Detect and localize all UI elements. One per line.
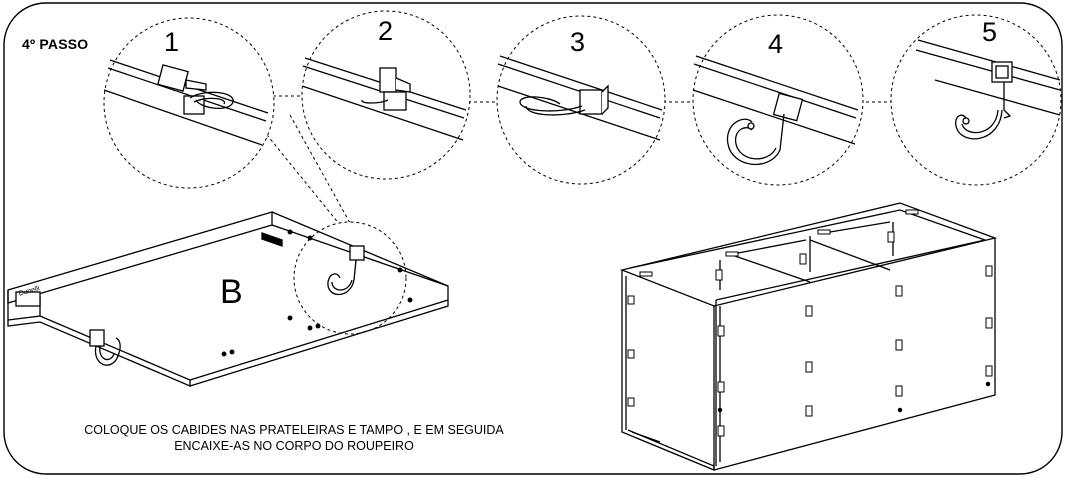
instruction-text: COLOQUE OS CABIDES NAS PRATELEIRAS E TAM… xyxy=(14,422,574,454)
instruction-line-2: ENCAIXE-AS NO CORPO DO ROUPEIRO xyxy=(174,439,414,453)
instruction-line-1: COLOQUE OS CABIDES NAS PRATELEIRAS E TAM… xyxy=(84,423,504,437)
step-number-5: 5 xyxy=(982,17,998,47)
detail-circle-panel xyxy=(293,221,407,335)
step-number-4: 4 xyxy=(768,29,784,59)
detail-5-drawing xyxy=(915,39,1061,140)
detail-circle-5 xyxy=(890,14,1062,186)
step-number-2: 2 xyxy=(378,16,394,46)
detail-1-drawing xyxy=(103,59,269,146)
wardrobe-body xyxy=(619,202,998,471)
detail-4-drawing xyxy=(692,55,859,165)
detail-panel-hanger xyxy=(327,245,365,296)
step-title: 4º PASSO xyxy=(22,36,89,52)
step-number-3: 3 xyxy=(570,27,586,57)
frame-border xyxy=(3,2,1063,475)
detail-3-drawing xyxy=(497,55,663,141)
part-label-b: B xyxy=(220,273,243,311)
connector-lines xyxy=(262,95,893,226)
step-number-1: 1 xyxy=(164,27,180,57)
detail-2-drawing xyxy=(301,57,467,141)
